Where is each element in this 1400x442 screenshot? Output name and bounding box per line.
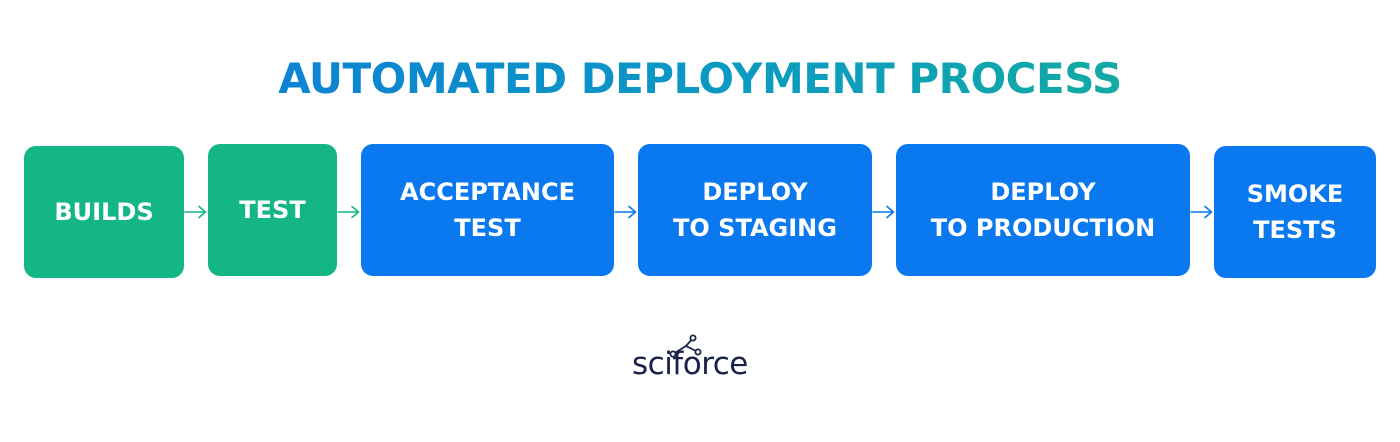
arrow-right-icon — [337, 205, 361, 219]
network-nodes-icon — [669, 334, 702, 358]
logo-wordmark: sciforce — [632, 346, 748, 382]
arrow-right-icon — [872, 205, 896, 219]
step-deploy-to-production: DEPLOY TO PRODUCTION — [896, 144, 1190, 276]
arrow-right-icon — [614, 205, 638, 219]
arrow-right-icon — [1190, 205, 1214, 219]
sciforce-logo: sciforce — [0, 330, 1400, 390]
step-deploy-to-staging: DEPLOY TO STAGING — [638, 144, 872, 276]
step-acceptance-test: ACCEPTANCE TEST — [361, 144, 614, 276]
diagram-title: AUTOMATED DEPLOYMENT PROCESS — [0, 52, 1400, 106]
step-smoke-tests: SMOKE TESTS — [1214, 146, 1376, 278]
step-test: TEST — [208, 144, 337, 276]
arrow-right-icon — [184, 205, 208, 219]
step-builds: BUILDS — [24, 146, 184, 278]
